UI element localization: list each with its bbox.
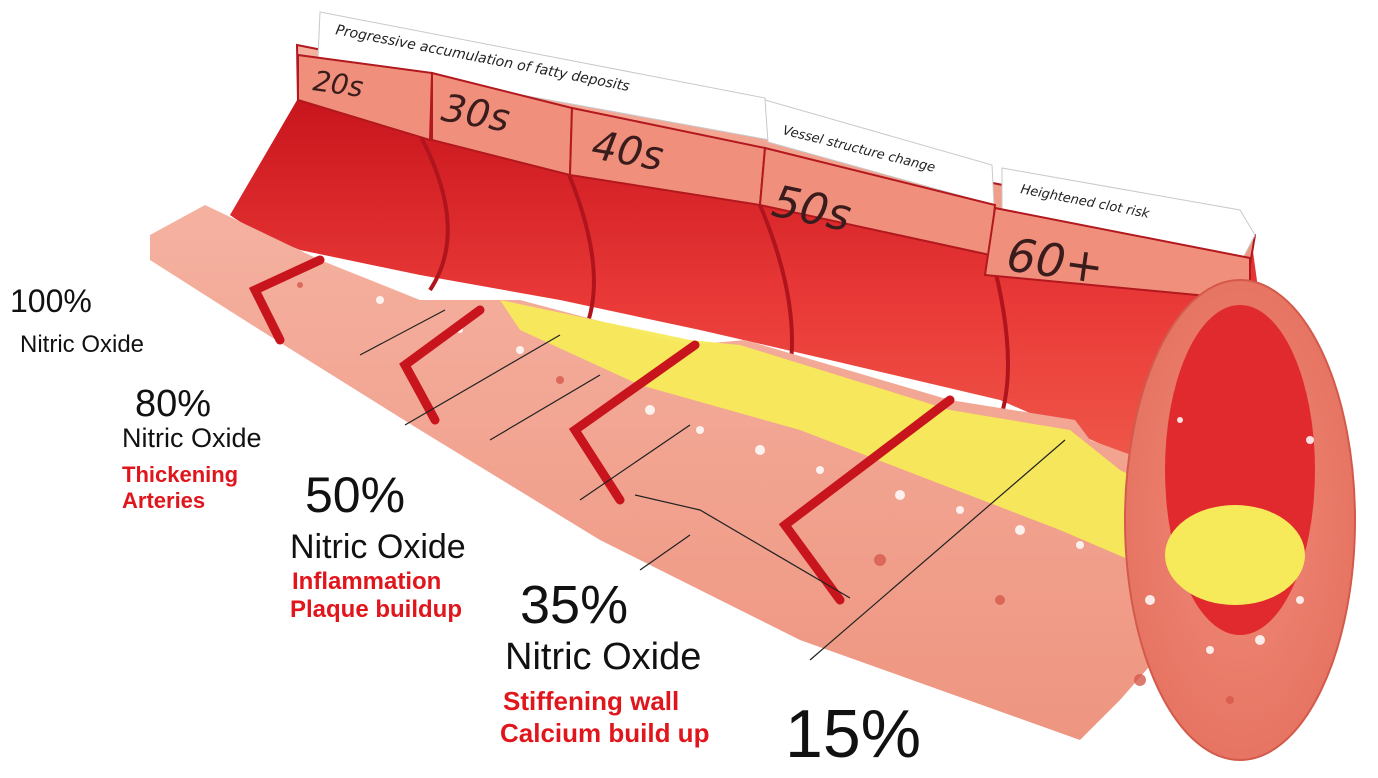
stage-2-effect-1: Thickening — [122, 464, 238, 486]
age-20s: 20s — [311, 64, 365, 104]
stage-4-effect-2: Calcium build up — [500, 720, 709, 746]
stage-4-percent: 35% — [520, 578, 628, 632]
stage-2-percent: 80% — [135, 385, 211, 423]
stage-2-nitric: Nitric Oxide — [122, 425, 262, 452]
stage-1-percent: 100% — [10, 285, 92, 317]
stage-4-effect-1: Stiffening wall — [503, 688, 679, 714]
stage-4-nitric: Nitric Oxide — [505, 638, 701, 676]
stage-3-effect-1: Inflammation — [292, 570, 441, 594]
stage-3-effect-2: Plaque buildup — [290, 598, 462, 622]
stage-1-nitric: Nitric Oxide — [20, 333, 144, 357]
stage-3-percent: 50% — [305, 470, 405, 520]
stage-3-nitric: Nitric Oxide — [290, 530, 466, 564]
stage-2-effect-2: Arteries — [122, 490, 205, 512]
stage-5-percent: 15% — [785, 700, 921, 768]
